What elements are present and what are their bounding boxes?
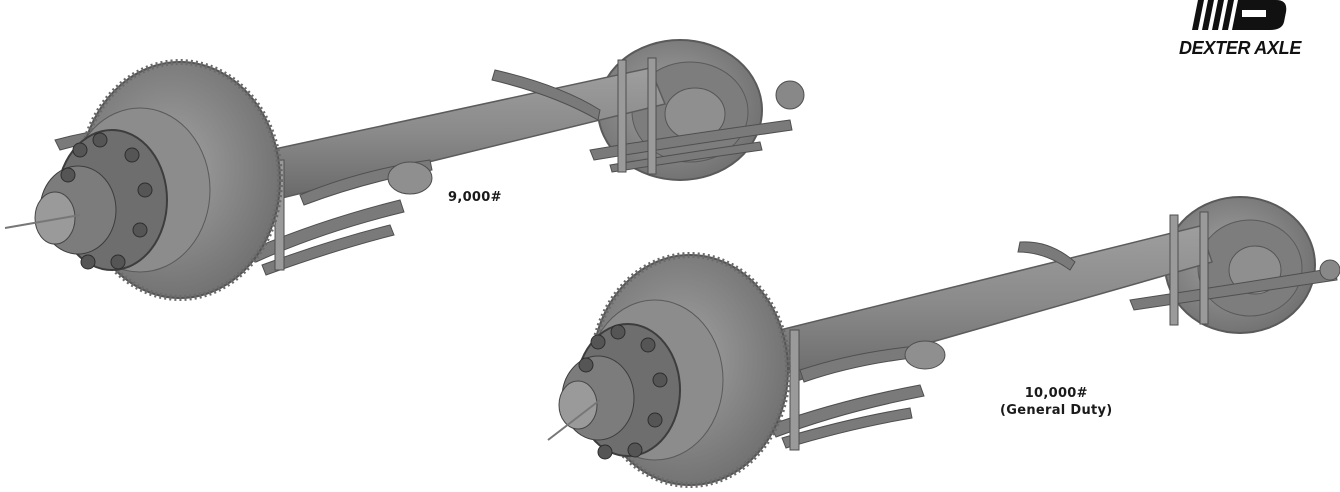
- far-leaf-spring: [491, 57, 805, 175]
- axle-10000: [547, 196, 1340, 488]
- dexter-d-icon: [1192, 0, 1287, 30]
- axle-9000: [4, 39, 805, 301]
- logo-text: DEXTER AXLE: [1178, 38, 1302, 58]
- wheel-hub: [547, 323, 681, 460]
- capacity-label-line2: (General Duty): [1000, 403, 1113, 418]
- wheel-hub: [4, 129, 168, 271]
- capacity-label-line1: 10,000#: [1024, 386, 1088, 401]
- capacity-label-10000: 10,000# (General Duty): [1000, 385, 1113, 419]
- far-leaf-spring: [1017, 211, 1340, 326]
- capacity-label-9000: 9,000#: [448, 190, 502, 205]
- near-leaf-spring: [769, 329, 946, 451]
